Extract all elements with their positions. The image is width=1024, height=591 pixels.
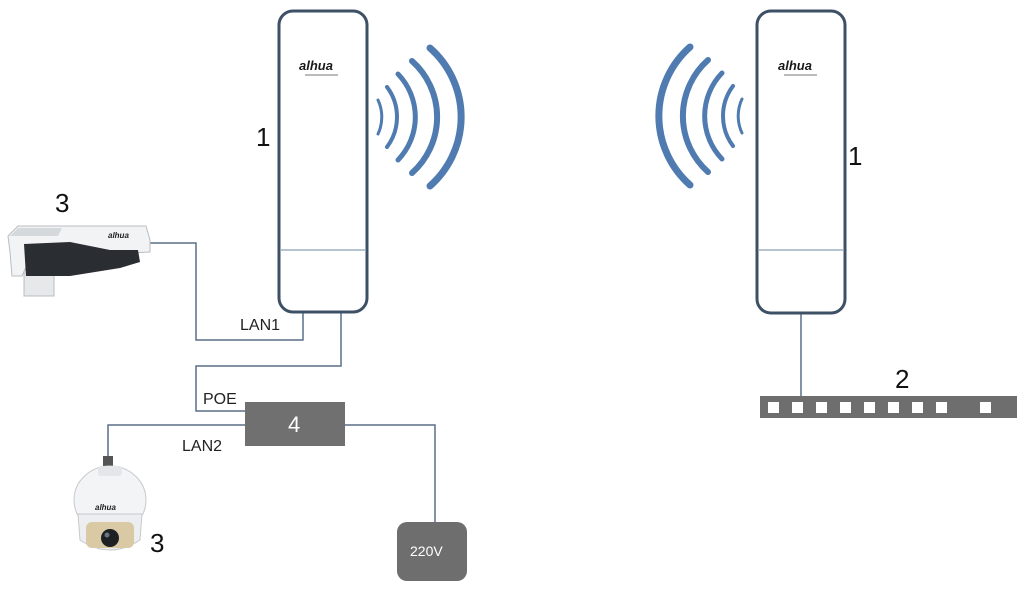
bullet-camera-number: 3 [55,188,69,218]
dome-camera-lens-glare [104,532,110,538]
dome-camera-connector [103,456,113,468]
dome-camera-lens [101,529,119,547]
wave-left-2 [385,85,399,149]
wire-camera-to-lan1 [150,242,304,341]
cpe-right-number: 1 [848,141,862,171]
wave-left-5 [426,44,465,190]
bullet-camera-shade [10,228,62,236]
wire-lan2-to-dome [107,424,245,458]
wave-right-1 [736,97,744,135]
dome-camera-number: 3 [150,528,164,558]
switch-port [936,402,947,413]
wave-right-4 [679,57,711,175]
wave-right-5 [655,43,694,189]
poe-injector-number: 4 [288,412,300,437]
network-switch: 2 [760,364,1017,418]
switch-port [816,402,827,413]
port-label-lan1: LAN1 [240,317,280,334]
switch-port [888,402,899,413]
cpe-right-body [755,9,847,315]
wire-injector-to-power [345,424,436,522]
connection-wires [107,242,802,522]
dome-camera-logo: alhua [95,503,116,512]
power-source-box [397,522,467,581]
wave-left-1 [376,98,384,136]
cpe-left-logo: alhua [299,58,333,73]
cpe-left: alhua 1 [256,9,369,314]
switch-port [864,402,875,413]
switch-port [980,402,991,413]
bullet-camera-logo: alhua [108,231,129,240]
wave-left-3 [395,71,418,163]
wireless-signal-left [376,44,465,190]
power-source: 220V [397,522,467,581]
power-source-label: 220V [410,543,443,559]
cpe-left-number: 1 [256,122,270,152]
wave-right-3 [702,70,725,162]
dome-camera-neck [98,466,122,476]
wave-right-2 [721,84,735,148]
switch-port [792,402,803,413]
wire-cpe-to-poe [195,312,342,412]
switch-port [912,402,923,413]
network-switch-number: 2 [895,364,909,394]
switch-port [768,402,779,413]
wave-left-4 [409,58,441,176]
bullet-camera: 3 alhua [7,188,151,297]
cpe-left-body [277,9,369,314]
bullet-camera-band [24,242,140,276]
wireless-signal-right [655,43,744,189]
port-label-lan2: LAN2 [182,438,222,455]
network-switch-ports [768,402,991,413]
dome-camera: alhua 3 [73,456,164,558]
poe-injector-box [245,402,345,446]
cpe-right: alhua 1 [755,9,862,315]
switch-port [840,402,851,413]
port-label-poe: POE [203,391,237,408]
poe-injector: 4 [245,402,345,446]
cpe-right-logo: alhua [778,58,812,73]
